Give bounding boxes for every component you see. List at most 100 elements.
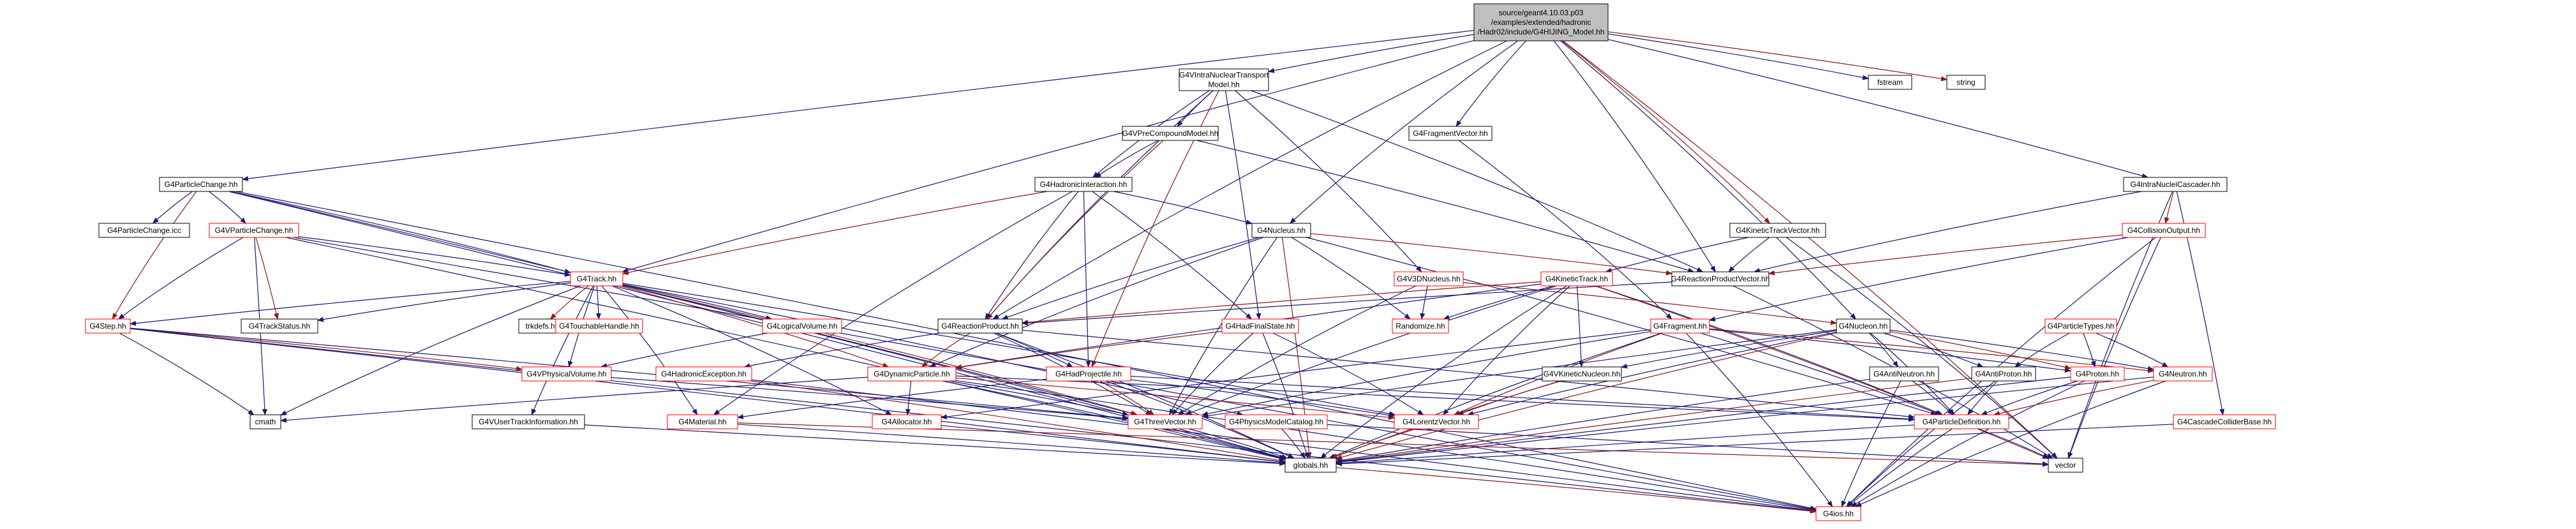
node-box <box>1868 75 1912 90</box>
node-hadfinal[interactable]: G4HadFinalState.hh <box>1221 318 1299 334</box>
node-label: G4VParticleChange.hh <box>215 226 294 235</box>
node-box <box>655 366 752 382</box>
node-reacprod[interactable]: G4ReactionProduct.hh <box>937 318 1023 334</box>
node-reacvec[interactable]: G4ReactionProductVector.hh <box>1671 271 1770 287</box>
node-antiprot[interactable]: G4AntiProton.hh <box>1971 366 2036 382</box>
node-kintrack[interactable]: G4KineticTrack.hh <box>1540 271 1613 287</box>
node-root[interactable]: source/geant4.10.03.p03/examples/extende… <box>1473 3 1609 41</box>
node-label: G4KineticTrack.hh <box>1545 274 1608 283</box>
edge-partdef-to-g4ios <box>1847 428 1953 507</box>
node-trkdefs[interactable]: trkdefs.hh <box>518 318 567 334</box>
node-antineut[interactable]: G4AntiNeutron.hh <box>1869 366 1939 382</box>
node-kinvec[interactable]: G4KineticTrackVector.hh <box>1729 223 1826 238</box>
node-box <box>1122 126 1219 141</box>
node-partchange[interactable]: G4ParticleChange.hh <box>159 177 243 192</box>
edge-partdef-to-vector <box>1978 428 2050 459</box>
node-step[interactable]: G4Step.hh <box>85 318 131 334</box>
node-fragvec[interactable]: G4FragmentVector.hh <box>1408 126 1493 141</box>
node-logvol[interactable]: G4LogicalVolume.hh <box>762 318 842 334</box>
edge-dynpart-to-globals <box>942 380 1286 461</box>
edge-dynpart-to-threevec <box>949 380 1129 417</box>
node-material[interactable]: G4Material.hh <box>667 414 738 429</box>
edge-kintrack-to-randomize <box>1443 285 1554 320</box>
node-globals[interactable]: globals.hh <box>1284 458 1337 473</box>
edge-nucleon-to-globals <box>1336 332 1837 460</box>
edge-nucleon-to-lorentz <box>1467 331 1837 416</box>
edge-hadint-to-hadfinal <box>1092 191 1253 320</box>
edge-globals-to-g4ios <box>1336 467 1817 514</box>
node-box <box>1128 414 1203 429</box>
edge-step-to-cmath <box>119 332 255 415</box>
node-physvol[interactable]: G4VPhysicalVolume.hh <box>521 366 612 382</box>
node-vector[interactable]: vector <box>2048 458 2083 473</box>
edge-collout-to-fragment <box>1709 237 2129 322</box>
node-collout[interactable]: G4CollisionOutput.hh <box>2122 223 2206 238</box>
edge-nucleus-to-randomize <box>1291 237 1411 320</box>
node-label: fstream <box>1877 78 1903 87</box>
edge-reacprod-to-dynpart <box>921 332 971 368</box>
edge-material-to-globals <box>737 424 1286 466</box>
edge-track-to-threevec <box>622 285 1138 416</box>
node-box <box>1046 366 1131 382</box>
node-touchable[interactable]: G4TouchableHandle.hh <box>555 318 643 334</box>
node-proton[interactable]: G4Proton.hh <box>2070 366 2125 382</box>
node-track[interactable]: G4Track.hh <box>570 271 623 287</box>
edge-root-to-nucleon <box>1560 40 1857 320</box>
edge-hadint-to-track <box>622 191 1048 276</box>
node-vpartchange[interactable]: G4VParticleChange.hh <box>209 223 299 238</box>
edge-root-to-intracasc <box>1607 39 2148 179</box>
edge-hadproj-to-material <box>737 378 1047 419</box>
edge-hadproj-to-lorentz <box>1130 379 1395 418</box>
node-nucleon[interactable]: G4Nucleon.hh <box>1836 318 1891 334</box>
node-label: globals.hh <box>1293 461 1329 470</box>
node-hadproj[interactable]: G4HadProjectile.hh <box>1046 366 1131 382</box>
node-parttypes[interactable]: G4ParticleTypes.hh <box>2044 318 2117 334</box>
node-label: G4Nucleon.hh <box>1839 322 1888 331</box>
node-nucleus[interactable]: G4Nucleus.hh <box>1251 223 1311 238</box>
edge-root-to-string <box>1607 31 1947 82</box>
node-vusertrack[interactable]: G4VUserTrackInformation.hh <box>472 414 585 429</box>
node-fstream[interactable]: fstream <box>1868 75 1912 90</box>
node-label: G4PhysicsModelCatalog.hh <box>1229 417 1323 426</box>
edge-root-to-reacprod <box>992 40 1507 320</box>
edge-track-to-logvol <box>622 284 773 320</box>
node-intracasc[interactable]: G4IntraNucleiCascader.hh <box>2123 177 2228 192</box>
node-lorentz[interactable]: G4LorentzVector.hh <box>1394 414 1479 429</box>
node-partdef[interactable]: G4ParticleDefinition.hh <box>1914 414 2009 429</box>
node-g4ios[interactable]: G4ios.hh <box>1815 506 1861 521</box>
edge-antineut-to-partdef <box>1912 380 1954 415</box>
edge-reacprod-to-partdef <box>1022 329 1915 419</box>
node-box <box>1251 223 1311 238</box>
node-cascbase[interactable]: G4CascadeColliderBase.hh <box>2173 414 2276 429</box>
node-string[interactable]: string <box>1946 75 1986 90</box>
node-box <box>1179 68 1269 91</box>
node-label: string <box>1956 78 1975 87</box>
node-box <box>521 366 612 382</box>
edge-track-to-step <box>130 281 571 326</box>
node-vkinnuc[interactable]: G4VKineticNucleon.hh <box>1542 366 1622 382</box>
edge-fragment-to-proton <box>1709 329 2071 373</box>
node-fragment[interactable]: G4Fragment.hh <box>1650 318 1710 334</box>
node-hadint[interactable]: G4HadronicInteraction.hh <box>1034 177 1133 192</box>
node-randomize[interactable]: Randomize.hh <box>1392 318 1449 334</box>
node-hadexc[interactable]: G4HadronicException.hh <box>655 366 752 382</box>
edge-proton-to-globals <box>1336 376 2071 465</box>
node-threevec[interactable]: G4ThreeVector.hh <box>1128 414 1203 429</box>
node-v3dnuc[interactable]: G4V3DNucleus.hh <box>1394 271 1464 287</box>
node-neutron[interactable]: G4Neutron.hh <box>2153 366 2213 382</box>
node-dynpart[interactable]: G4DynamicParticle.hh <box>867 366 957 382</box>
node-label: G4HadronicException.hh <box>661 369 746 378</box>
node-cmath[interactable]: cmath <box>249 414 281 429</box>
node-label: G4Material.hh <box>678 417 726 426</box>
node-physcat[interactable]: G4PhysicsModelCatalog.hh <box>1225 414 1328 429</box>
edge-root-to-fstream <box>1607 33 1869 80</box>
node-trackstatus[interactable]: G4TrackStatus.hh <box>241 318 318 334</box>
edge-kinvec-to-reacvec <box>1728 237 1770 272</box>
node-vprecomp[interactable]: G4VPreCompoundModel.hh <box>1122 126 1219 141</box>
node-partchangeicc[interactable]: G4ParticleChange.icc <box>98 223 190 238</box>
node-box <box>1650 318 1710 334</box>
node-allocator[interactable]: G4Allocator.hh <box>872 414 942 429</box>
edge-vprecomp-to-hadint <box>1094 140 1159 178</box>
